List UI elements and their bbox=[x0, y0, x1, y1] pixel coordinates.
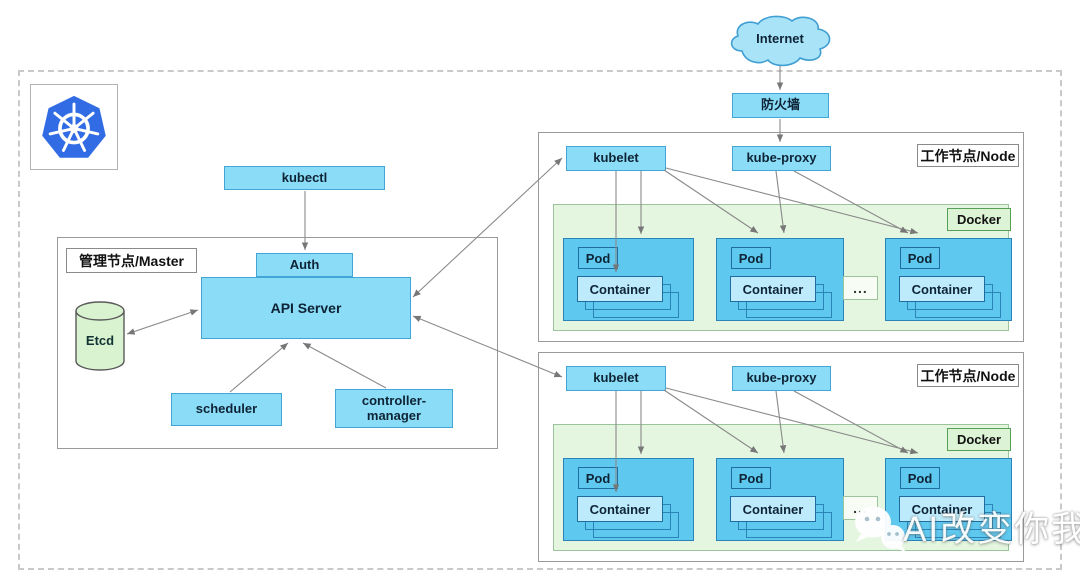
node-1-pod-3: Pod Container bbox=[885, 238, 1012, 321]
etcd-cylinder: Etcd bbox=[74, 299, 126, 373]
node-2-pod-2-tag: Pod bbox=[731, 467, 771, 489]
controller-manager-label-line2: manager bbox=[366, 407, 422, 423]
worker-node-1-frame: 工作节点/Node kubelet kube-proxy Docker Pod … bbox=[538, 132, 1024, 342]
node-2-kube-proxy-box: kube-proxy bbox=[732, 366, 831, 391]
auth-label: Auth bbox=[289, 256, 320, 272]
node-1-title-label: 工作节点/Node bbox=[917, 144, 1019, 167]
container-label: Container bbox=[589, 501, 651, 517]
node-1-pod-1-container: Container bbox=[577, 276, 663, 302]
node-2-docker-text: Docker bbox=[956, 432, 1002, 447]
pod-label: Pod bbox=[738, 470, 764, 486]
etcd-label: Etcd bbox=[85, 333, 115, 348]
ellipsis-text: ... bbox=[853, 280, 868, 296]
container-label: Container bbox=[742, 501, 804, 517]
node-2-title-text: 工作节点/Node bbox=[920, 367, 1016, 384]
master-title-text: 管理节点/Master bbox=[78, 252, 185, 269]
internet-label: Internet bbox=[756, 31, 804, 46]
node-2-pod-1: Pod Container bbox=[563, 458, 694, 541]
pod-label: Pod bbox=[585, 470, 611, 486]
node-1-docker-text: Docker bbox=[956, 212, 1002, 227]
outer-dashed-border bbox=[18, 70, 1062, 570]
node-1-pod-3-tag: Pod bbox=[900, 247, 940, 269]
cloud-icon bbox=[730, 15, 831, 67]
pod-label: Pod bbox=[907, 250, 933, 266]
node-1-pod-2-container: Container bbox=[730, 276, 816, 302]
worker-node-2-frame: 工作节点/Node kubelet kube-proxy Docker Pod … bbox=[538, 352, 1024, 562]
node-1-pod-2: Pod Container bbox=[716, 238, 844, 321]
api-server-label: API Server bbox=[270, 299, 342, 316]
node-1-kube-proxy-box: kube-proxy bbox=[732, 146, 831, 171]
container-label: Container bbox=[911, 281, 973, 297]
node-2-kube-proxy-label: kube-proxy bbox=[746, 370, 817, 386]
kubectl-box: kubectl bbox=[224, 166, 385, 190]
container-label: Container bbox=[742, 281, 804, 297]
firewall-label: 防火墙 bbox=[760, 97, 800, 113]
node-1-kube-proxy-label: kube-proxy bbox=[746, 150, 817, 166]
internet-cloud: Internet bbox=[722, 11, 838, 69]
node-1-kubelet-box: kubelet bbox=[566, 146, 666, 171]
api-server-box: API Server bbox=[201, 277, 411, 339]
node-2-pod-2: Pod Container bbox=[716, 458, 844, 541]
node-1-pod-3-container: Container bbox=[899, 276, 985, 302]
node-2-pod-3-tag: Pod bbox=[900, 467, 940, 489]
controller-manager-label-line1: controller- bbox=[361, 392, 427, 408]
node-2-pod-1-tag: Pod bbox=[578, 467, 618, 489]
scheduler-box: scheduler bbox=[171, 393, 282, 426]
firewall-box: 防火墙 bbox=[732, 93, 829, 118]
auth-box: Auth bbox=[256, 253, 353, 277]
container-label: Container bbox=[911, 501, 973, 517]
node-2-pod-2-container: Container bbox=[730, 496, 816, 522]
node-1-pod-2-tag: Pod bbox=[731, 247, 771, 269]
scheduler-label: scheduler bbox=[195, 401, 258, 417]
node-2-pod-3-container: Container bbox=[899, 496, 985, 522]
node-2-pod-3: Pod Container bbox=[885, 458, 1012, 541]
node-1-pod-1-tag: Pod bbox=[578, 247, 618, 269]
node-2-pod-1-container: Container bbox=[577, 496, 663, 522]
node-2-kubelet-box: kubelet bbox=[566, 366, 666, 391]
wechat-icon bbox=[845, 500, 915, 558]
node-1-pods-ellipsis: ... bbox=[843, 276, 878, 300]
node-2-kubelet-label: kubelet bbox=[593, 370, 639, 386]
node-1-kubelet-label: kubelet bbox=[593, 150, 639, 166]
pod-label: Pod bbox=[738, 250, 764, 266]
node-2-title-label: 工作节点/Node bbox=[917, 364, 1019, 387]
node-1-docker-label: Docker bbox=[947, 208, 1011, 231]
controller-manager-box: controller- manager bbox=[335, 389, 453, 428]
node-1-pod-1: Pod Container bbox=[563, 238, 694, 321]
database-cylinder-icon bbox=[75, 301, 125, 371]
pod-label: Pod bbox=[907, 470, 933, 486]
kubernetes-logo-box bbox=[30, 84, 118, 170]
node-1-title-text: 工作节点/Node bbox=[920, 147, 1016, 164]
node-2-docker-label: Docker bbox=[947, 428, 1011, 451]
kubectl-label: kubectl bbox=[281, 169, 328, 185]
pod-label: Pod bbox=[585, 250, 611, 266]
container-label: Container bbox=[589, 281, 651, 297]
watermark-text: AI改变你我 bbox=[903, 510, 1080, 549]
master-title-label: 管理节点/Master bbox=[66, 248, 197, 273]
kubernetes-logo-icon bbox=[42, 95, 106, 158]
